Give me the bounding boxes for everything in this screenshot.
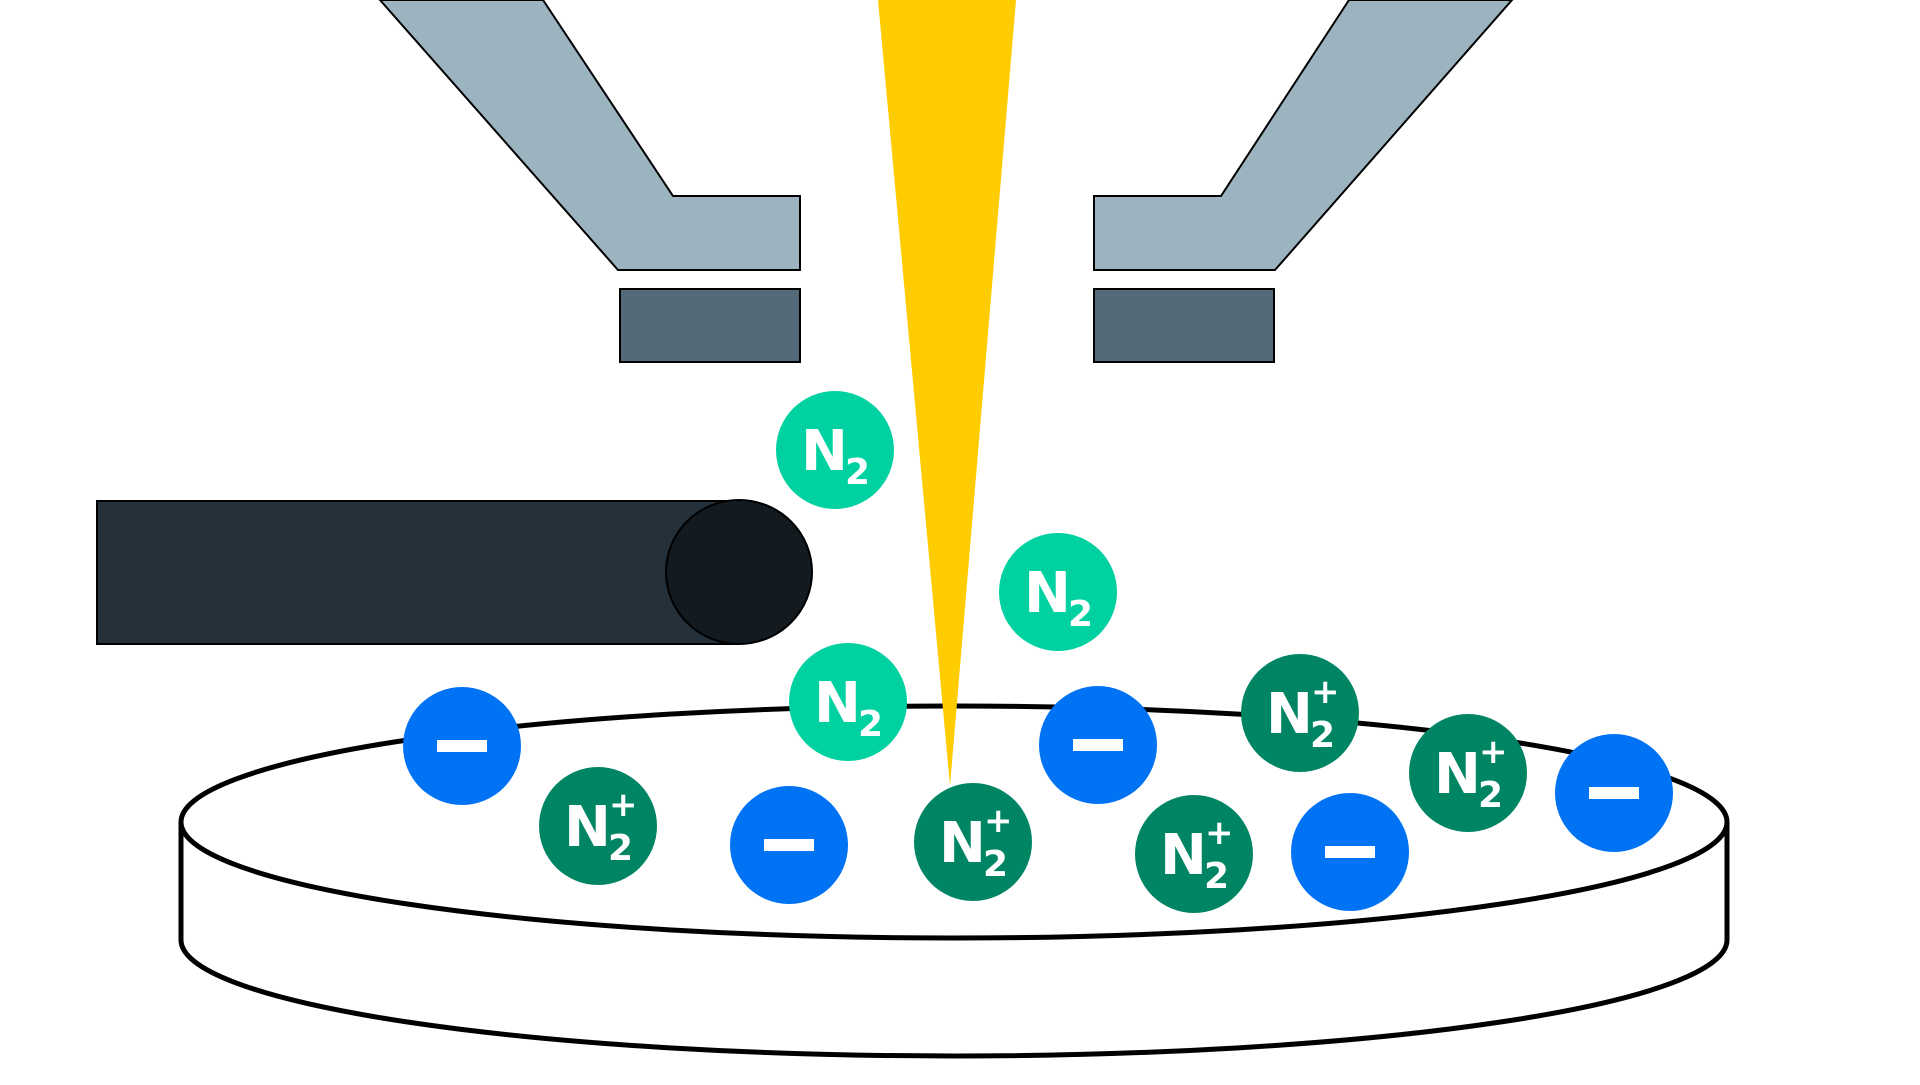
charge-label: + bbox=[984, 801, 1013, 841]
electron-5 bbox=[1555, 734, 1673, 852]
n2-ion-5: N2+ bbox=[1409, 714, 1527, 832]
electron-3 bbox=[1039, 686, 1157, 804]
minus-sign bbox=[1073, 739, 1123, 751]
right-probe-block bbox=[1093, 288, 1275, 363]
subscript-label: 2 bbox=[1068, 594, 1093, 635]
right-probe-arm bbox=[1093, 0, 1514, 271]
charge-label: + bbox=[609, 785, 638, 825]
electron-4 bbox=[1291, 793, 1409, 911]
electron-2 bbox=[730, 786, 848, 904]
n2-molecule-3-circle bbox=[789, 643, 907, 761]
minus-sign bbox=[1589, 787, 1639, 799]
right-probe bbox=[1093, 0, 1514, 363]
charge-label: + bbox=[1311, 672, 1340, 712]
n2-ion-4: N2+ bbox=[1135, 795, 1253, 913]
n2-molecule-1: N2 bbox=[776, 391, 894, 509]
n2-molecule-2: N2 bbox=[999, 533, 1117, 651]
left-probe-arm bbox=[378, 0, 801, 271]
left-probe bbox=[378, 0, 801, 363]
minus-sign bbox=[1325, 846, 1375, 858]
subscript-label: 2 bbox=[858, 704, 883, 745]
element-symbol: N bbox=[1160, 823, 1207, 888]
subscript-label: 2 bbox=[1310, 715, 1335, 756]
gas-nozzle-body bbox=[96, 500, 739, 645]
subscript-label: 2 bbox=[1478, 775, 1503, 816]
sample-stage-rim-front bbox=[180, 821, 1728, 939]
element-symbol: N bbox=[1434, 742, 1481, 807]
charge-label: + bbox=[1479, 732, 1508, 772]
left-probe-block bbox=[619, 288, 801, 363]
element-symbol: N bbox=[814, 671, 861, 736]
element-symbol: N bbox=[1266, 682, 1313, 747]
n2-molecule-3: N2 bbox=[789, 643, 907, 761]
n2-ion-2: N2+ bbox=[914, 783, 1032, 901]
element-symbol: N bbox=[939, 811, 986, 876]
minus-sign bbox=[764, 839, 814, 851]
charge-label: + bbox=[1205, 813, 1234, 853]
element-symbol: N bbox=[1024, 561, 1071, 626]
needle-tip bbox=[878, 0, 1016, 786]
n2-ion-1-circle bbox=[539, 767, 657, 885]
subscript-label: 2 bbox=[845, 452, 870, 493]
subscript-label: 2 bbox=[1204, 856, 1229, 897]
n2-ion-1: N2+ bbox=[539, 767, 657, 885]
subscript-label: 2 bbox=[983, 844, 1008, 885]
gas-nozzle bbox=[96, 499, 813, 645]
n2-ion-4-circle bbox=[1135, 795, 1253, 913]
element-symbol: N bbox=[564, 795, 611, 860]
minus-sign bbox=[437, 740, 487, 752]
n2-ion-2-circle bbox=[914, 783, 1032, 901]
gas-nozzle-outlet bbox=[665, 499, 813, 645]
electron-1 bbox=[403, 687, 521, 805]
element-symbol: N bbox=[801, 419, 848, 484]
n2-ion-3: N2+ bbox=[1241, 654, 1359, 772]
n2-molecule-1-circle bbox=[776, 391, 894, 509]
particle-layer-front: N2+ bbox=[914, 783, 1032, 901]
n2-ion-3-circle bbox=[1241, 654, 1359, 772]
subscript-label: 2 bbox=[608, 828, 633, 869]
n2-molecule-2-circle bbox=[999, 533, 1117, 651]
n2-ion-5-circle bbox=[1409, 714, 1527, 832]
